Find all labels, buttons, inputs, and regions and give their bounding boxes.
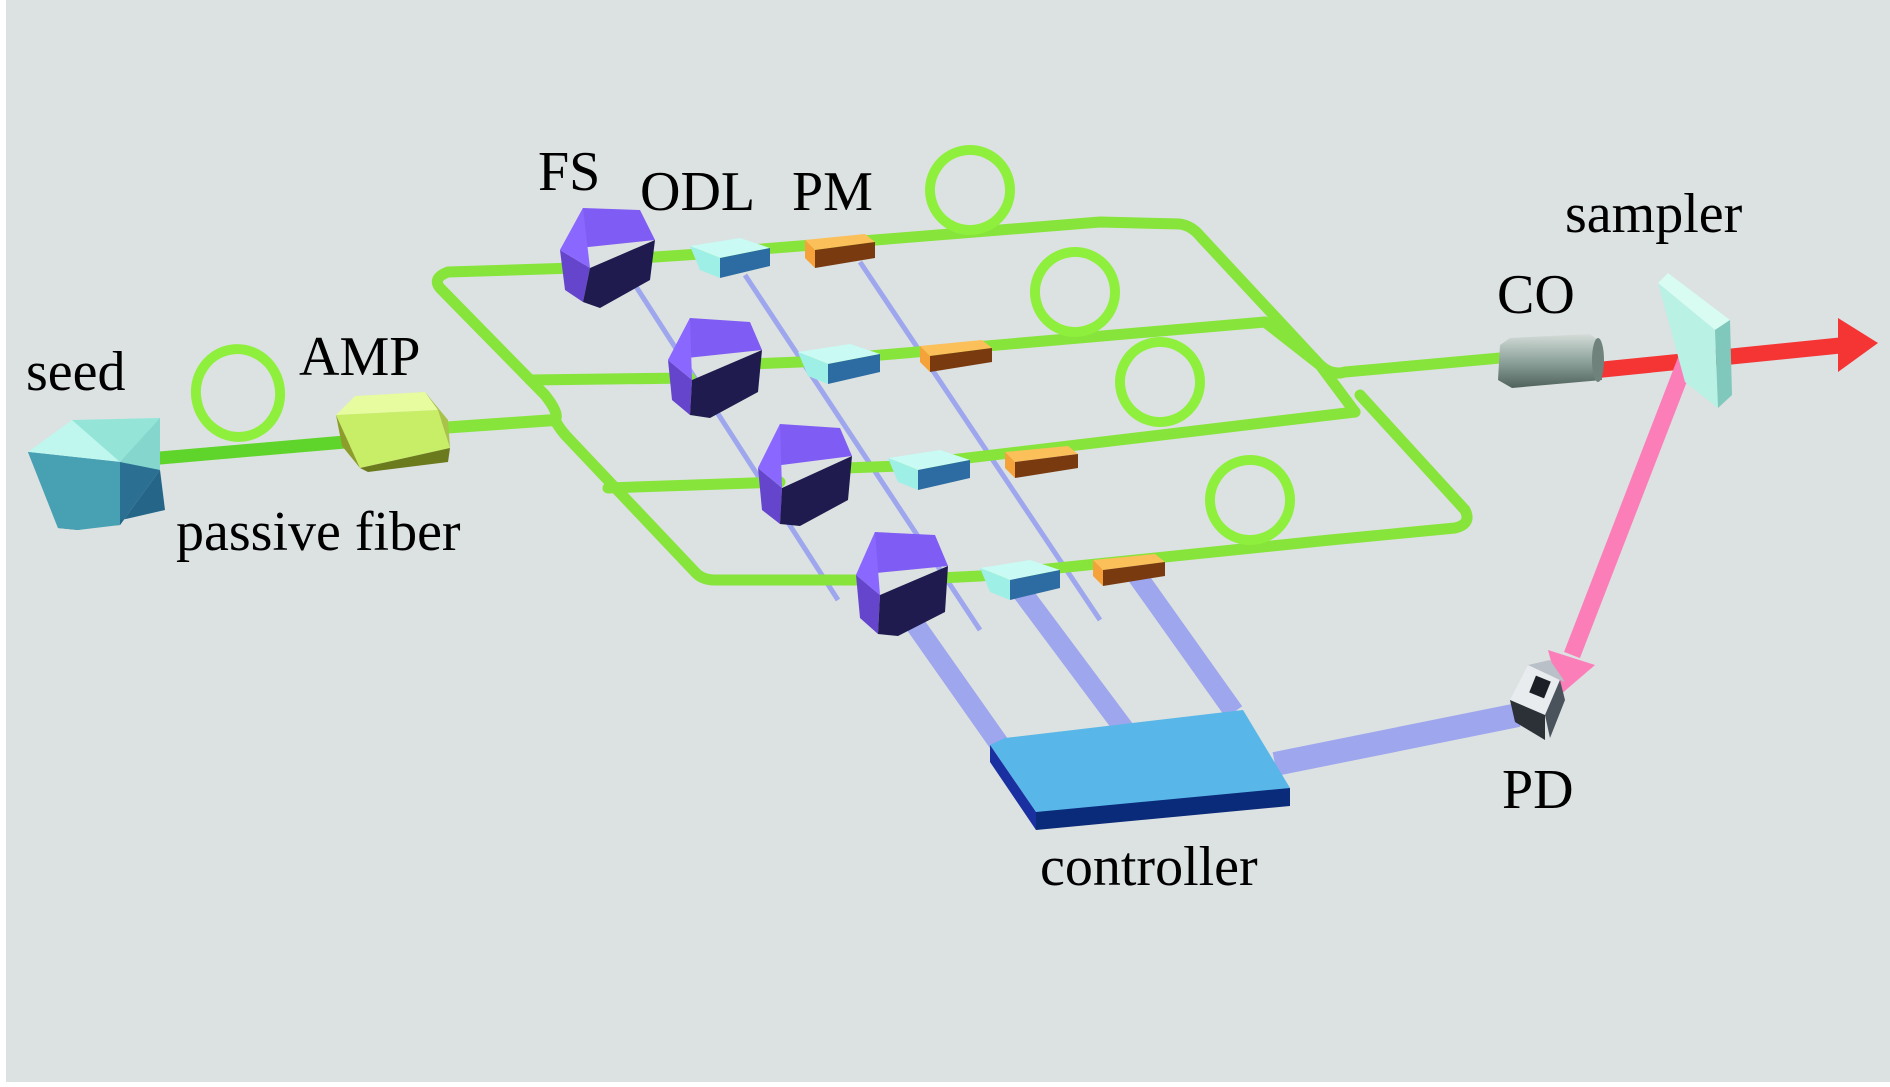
split-upper <box>431 262 591 426</box>
passive-fiber-loop <box>190 344 286 442</box>
pm-bus-line <box>1124 564 1243 718</box>
label-seed: seed <box>26 341 126 403</box>
pm-2 <box>920 340 992 372</box>
fiber-network <box>153 145 1506 586</box>
odl-bus-line <box>1013 586 1134 736</box>
branch4-loop <box>1205 455 1295 545</box>
pd-feedback-line <box>1272 703 1521 776</box>
fs-block-2 <box>668 318 762 418</box>
amp-module <box>336 392 450 472</box>
label-fs: FS <box>538 141 600 203</box>
pm-control-line <box>857 260 1103 622</box>
label-odl: ODL <box>640 161 755 223</box>
amp-output-fiber <box>434 414 561 434</box>
pm-1 <box>805 234 875 268</box>
branch2-loop <box>1030 247 1120 337</box>
pm-4 <box>1093 554 1165 586</box>
split-third <box>602 476 786 494</box>
output-arrowhead <box>1838 318 1878 372</box>
label-pm: PM <box>792 161 873 223</box>
branch2-fiber <box>742 316 1271 370</box>
combiner-link <box>1259 316 1361 418</box>
sampler-plate <box>1658 273 1732 408</box>
branch4-fiber <box>934 389 1473 584</box>
odl-4 <box>980 560 1060 600</box>
fs-block-4 <box>856 532 948 636</box>
co-collimator <box>1498 334 1604 388</box>
controller-unit <box>990 710 1290 830</box>
background-panel <box>6 0 1890 1082</box>
odl-2 <box>798 344 880 384</box>
label-controller: controller <box>1040 836 1258 898</box>
label-pd: PD <box>1502 759 1574 821</box>
seed-laser <box>28 418 165 530</box>
label-passive-fiber: passive fiber <box>176 501 461 563</box>
branch1-fiber <box>634 216 1326 371</box>
fs-block-1 <box>560 208 655 308</box>
fs-bus-line <box>896 604 1009 751</box>
branch3-loop <box>1115 337 1205 427</box>
sample-beam <box>1564 346 1698 659</box>
fs-block-3 <box>758 424 852 526</box>
label-co: CO <box>1497 264 1575 326</box>
branch1-loop <box>925 145 1015 235</box>
pd-detector <box>1510 660 1565 740</box>
split-lower <box>549 414 878 586</box>
fs-control-line <box>632 283 841 602</box>
split-second <box>524 372 696 386</box>
odl-3 <box>888 450 970 490</box>
labels: seed passive fiber AMP FS ODL PM sampler… <box>26 141 1743 898</box>
passive-fiber <box>153 435 352 465</box>
odl-1 <box>690 238 770 278</box>
pm-3 <box>1005 446 1078 478</box>
label-amp: AMP <box>299 326 420 388</box>
control-lines <box>632 260 1521 776</box>
label-sampler: sampler <box>1565 183 1743 245</box>
